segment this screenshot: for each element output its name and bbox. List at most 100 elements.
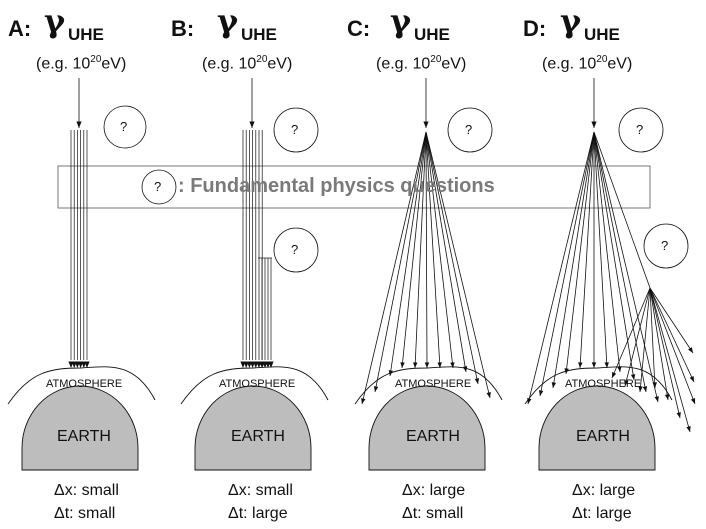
panel-a-letter: A: <box>8 16 32 41</box>
panel-d-secondary-arrow-1-head <box>624 380 629 386</box>
panel-c-question-circle <box>447 107 493 153</box>
panel-a-incoming-photon-arrow-head <box>76 121 82 128</box>
panel-d-shower-arrow-6-head <box>604 362 609 368</box>
question-mark-legend: ? <box>154 179 162 194</box>
panel-c-earth-label: EARTH <box>406 428 460 445</box>
panel-b-delayed-arrow-3 <box>268 361 274 368</box>
panel-d-secondary-arrow-6-head <box>686 426 691 432</box>
panel-a-question-circle <box>103 105 147 149</box>
panel-b-energy: (e.g. 1020eV) <box>202 54 293 73</box>
panel-d-secondary-arrow-1-line <box>624 287 651 387</box>
panel-b-earth-dome <box>194 385 312 471</box>
panel-d-secondary-arrow-9-line <box>649 287 694 354</box>
panel-c-shower-arrow-7-head <box>450 362 455 368</box>
panel-a-delta-x: Δx: small <box>54 482 119 499</box>
panel-d-shower-arrow-0-head <box>527 398 532 404</box>
panel-d-shower-arrow-3-line <box>565 131 595 375</box>
question-mark-b-top: ? <box>291 122 299 137</box>
panel-c-atmosphere-label: ATMOSPHERE <box>395 378 472 390</box>
panel-c-delta-x: Δx: large <box>402 482 466 499</box>
panel-c-energy: (e.g. 1020eV) <box>376 54 467 73</box>
panel-a-uhe-label: UHE <box>68 25 104 44</box>
panel-c-shower-arrow-1-line <box>374 131 427 393</box>
panel-d-secondary-arrow-0-head <box>612 372 617 378</box>
panel-b-letter: B: <box>171 16 195 41</box>
panel-d-shower-arrow-2-line <box>552 131 595 389</box>
panel-c-shower-arrow-5-line <box>425 131 428 369</box>
panel-b-question-circle-lower <box>273 227 319 273</box>
panel-c-shower-arrow-4-head <box>413 362 418 368</box>
panel-c-shower-arrow-2-head <box>388 370 394 376</box>
panel-c-shower-arrow-3-head <box>400 362 405 368</box>
panel-d-secondary-arrow-7-line <box>649 287 696 405</box>
panel-b-gamma-symbol: γ <box>217 2 239 40</box>
panel-d-question-circle-top <box>618 107 664 153</box>
question-mark-a: ? <box>120 119 128 134</box>
panel-d-delta-t: Δt: large <box>572 505 632 522</box>
panel-c-shower-arrow-9-head <box>474 378 480 384</box>
panel-d-secondary-arrow-0-line <box>611 287 651 379</box>
panel-d-shower-arrow-3-head <box>564 368 569 374</box>
panel-b-atmosphere-arc <box>180 366 329 405</box>
panel-d-gamma-symbol: γ <box>560 2 582 40</box>
panel-d-shower-arrow-1-head <box>538 390 544 396</box>
panel-c-shower-arrow-6-head <box>437 362 442 368</box>
panel-c-letter: C: <box>347 16 371 41</box>
panel-a-gamma-symbol: γ <box>44 2 66 40</box>
panel-d-secondary-arrow-5-head <box>676 412 681 418</box>
panel-b-incoming-photon-arrow-head <box>249 121 255 128</box>
panel-b-atmosphere-label: ATMOSPHERE <box>219 378 296 390</box>
panel-c-delta-t: Δt: small <box>402 505 464 522</box>
question-mark-c: ? <box>465 122 473 137</box>
panel-b-delta-x: Δx: small <box>228 482 293 499</box>
panel-d-shower-arrow-2-head <box>551 382 557 388</box>
panel-d-incoming-photon-arrow-head <box>591 121 597 128</box>
panel-d-shower-arrow-9-line <box>593 131 647 393</box>
panel-d-atmosphere-arc <box>524 366 673 405</box>
panel-c-shower-arrow-7-line <box>425 131 454 369</box>
panel-d-shower-arrow-0-line <box>527 131 595 405</box>
panel-c-shower-arrow-0-line <box>361 131 427 405</box>
panel-c-shower-arrow-3-line <box>401 131 427 369</box>
panel-d-secondary-arrow-4-line <box>649 287 669 401</box>
banner-question-circle <box>141 169 177 205</box>
panel-d-shower-arrow-4-head <box>578 362 583 368</box>
panel-d-delta-x: Δx: large <box>572 482 636 499</box>
panel-c-gamma-symbol: γ <box>390 2 412 40</box>
panel-b-delta-t: Δt: large <box>228 505 288 522</box>
panel-d-secondary-arrow-6-line <box>649 287 691 433</box>
panel-d-secondary-arrow-9-head <box>688 347 693 353</box>
panel-a-atmosphere-label: ATMOSPHERE <box>46 378 123 390</box>
panel-c-shower-arrow-1-head <box>373 386 379 392</box>
panel-b-uhe-label: UHE <box>241 25 277 44</box>
panel-d-question-circle-lower <box>643 223 689 269</box>
panel-a-earth-label: EARTH <box>57 428 111 445</box>
panel-d-secondary-arrow-8-line <box>649 287 695 383</box>
panel-d-secondary-arrow-5-line <box>649 287 681 419</box>
panel-d-secondary-arrow-7-head <box>690 398 696 404</box>
panel-c-shower-arrow-10-line <box>425 131 491 399</box>
panel-d-secondary-arrow-4-head <box>664 394 670 400</box>
panel-c-earth-dome <box>368 385 486 471</box>
panel-d-secondary-arrow-2-line <box>639 287 651 393</box>
panel-d-shower-arrow-4-line <box>579 131 595 369</box>
panel-c-shower-arrow-10-head <box>486 392 491 398</box>
panel-d-secondary-arrow-3-head <box>652 382 657 388</box>
panel-c-shower-arrow-2-line <box>389 131 427 377</box>
panel-a-earth-dome <box>21 385 139 471</box>
panel-d-energy: (e.g. 1020eV) <box>542 54 633 73</box>
panel-a-energy: (e.g. 1020eV) <box>36 54 127 73</box>
panel-d-earth-dome <box>538 385 656 471</box>
panel-c-shower-arrow-8-line <box>425 131 467 373</box>
panel-d-atmosphere-label: ATMOSPHERE <box>565 378 642 390</box>
panel-c-shower-arrow-0-head <box>361 398 366 404</box>
panel-d-shower-arrow-10-line <box>593 131 659 403</box>
panel-c-incoming-photon-arrow-head <box>423 121 429 128</box>
panel-b-earth-label: EARTH <box>231 428 285 445</box>
panel-d-shower-arrow-7-head <box>617 366 622 372</box>
panel-a-atmosphere-arc <box>7 366 156 405</box>
panel-d-shower-arrow-10-head <box>654 396 659 402</box>
panel-d-shower-arrow-8-head <box>630 374 636 380</box>
